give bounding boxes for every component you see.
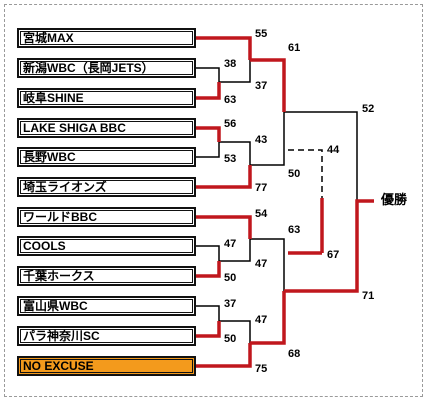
score-label: 44	[327, 144, 340, 156]
advance-line-m1	[196, 82, 221, 100]
score-label: 47	[255, 258, 268, 270]
bracket-line-m8	[196, 320, 251, 367]
score-label: 47	[224, 238, 237, 250]
team-name: 富山県WBC	[23, 299, 88, 313]
third-place-line	[288, 149, 323, 198]
score-label: 54	[255, 208, 268, 220]
champion-label: 優勝	[381, 192, 408, 207]
team-name: 宮城MAX	[23, 31, 74, 45]
score-label: 43	[255, 134, 268, 146]
bracket-line-m10	[250, 238, 285, 344]
team-box-highlighted: NO EXCUSE	[17, 356, 196, 376]
score-label: 75	[255, 363, 268, 375]
team-name: パラ神奈川SC	[23, 329, 100, 343]
advance-line-m7	[196, 321, 221, 338]
advance-line-m10	[250, 291, 286, 345]
advance-line-m5	[196, 261, 221, 278]
score-label: 50	[224, 333, 237, 345]
score-label: 37	[224, 298, 237, 310]
team-box: 宮城MAX	[17, 28, 196, 48]
bracket-line-m5	[196, 245, 220, 277]
score-label: 63	[224, 94, 237, 106]
bracket-line-m6	[196, 216, 251, 262]
third-place-lines	[288, 149, 323, 198]
team-box: パラ神奈川SC	[17, 326, 196, 346]
team-box: LAKE SHIGA BBC	[17, 118, 196, 138]
team-box: COOLS	[17, 236, 196, 256]
advance-line-m9	[250, 58, 286, 112]
bracket-line-m7	[196, 305, 220, 337]
score-label: 56	[224, 118, 237, 130]
bracket-line-m2	[196, 37, 251, 83]
team-box: ワールドBBC	[17, 207, 196, 227]
team-box: 岐阜SHINE	[17, 88, 196, 108]
team-box: 新潟WBC（長岡JETS）	[17, 58, 196, 78]
score-label: 53	[224, 153, 237, 165]
team-name: 岐阜SHINE	[23, 91, 84, 105]
score-label: 55	[255, 28, 268, 40]
team-box: 埼玉ライオンズ	[17, 177, 196, 197]
team-name: 千葉ホークス	[23, 269, 95, 283]
bracket-line-m4	[196, 141, 251, 188]
advance-line-m3	[196, 126, 221, 142]
team-name: LAKE SHIGA BBC	[23, 121, 126, 135]
score-label: 68	[288, 348, 301, 360]
bracket-line-m1	[196, 67, 220, 99]
score-label: 47	[255, 314, 268, 326]
team-name: 新潟WBC（長岡JETS）	[23, 61, 154, 75]
team-name: NO EXCUSE	[23, 359, 94, 373]
team-box: 長野WBC	[17, 147, 196, 167]
score-label: 37	[255, 80, 268, 92]
team-name: ワールドBBC	[23, 210, 97, 224]
score-label: 71	[362, 290, 375, 302]
advance-line-m8	[196, 343, 252, 368]
bracket-line-m3	[196, 127, 220, 158]
team-name: 埼玉ライオンズ	[23, 180, 107, 194]
advance-lines	[196, 36, 374, 368]
score-label: 38	[224, 58, 237, 70]
team-box: 千葉ホークス	[17, 266, 196, 286]
score-label: 61	[288, 42, 301, 54]
team-box: 富山県WBC	[17, 296, 196, 316]
score-label: 50	[288, 168, 301, 180]
advance-line-m2	[196, 36, 252, 60]
advance-line-m6	[196, 215, 252, 239]
advance-line-final	[284, 199, 374, 293]
score-label: 63	[288, 224, 301, 236]
bracket-frame	[4, 4, 423, 397]
score-label: 77	[255, 182, 268, 194]
advance-line-m4	[196, 165, 252, 189]
score-label: 67	[327, 249, 340, 261]
bracket-line-m9	[250, 59, 285, 166]
score-label: 52	[362, 103, 375, 115]
team-name: 長野WBC	[23, 150, 76, 164]
team-name: COOLS	[23, 239, 66, 253]
score-label: 50	[224, 272, 237, 284]
